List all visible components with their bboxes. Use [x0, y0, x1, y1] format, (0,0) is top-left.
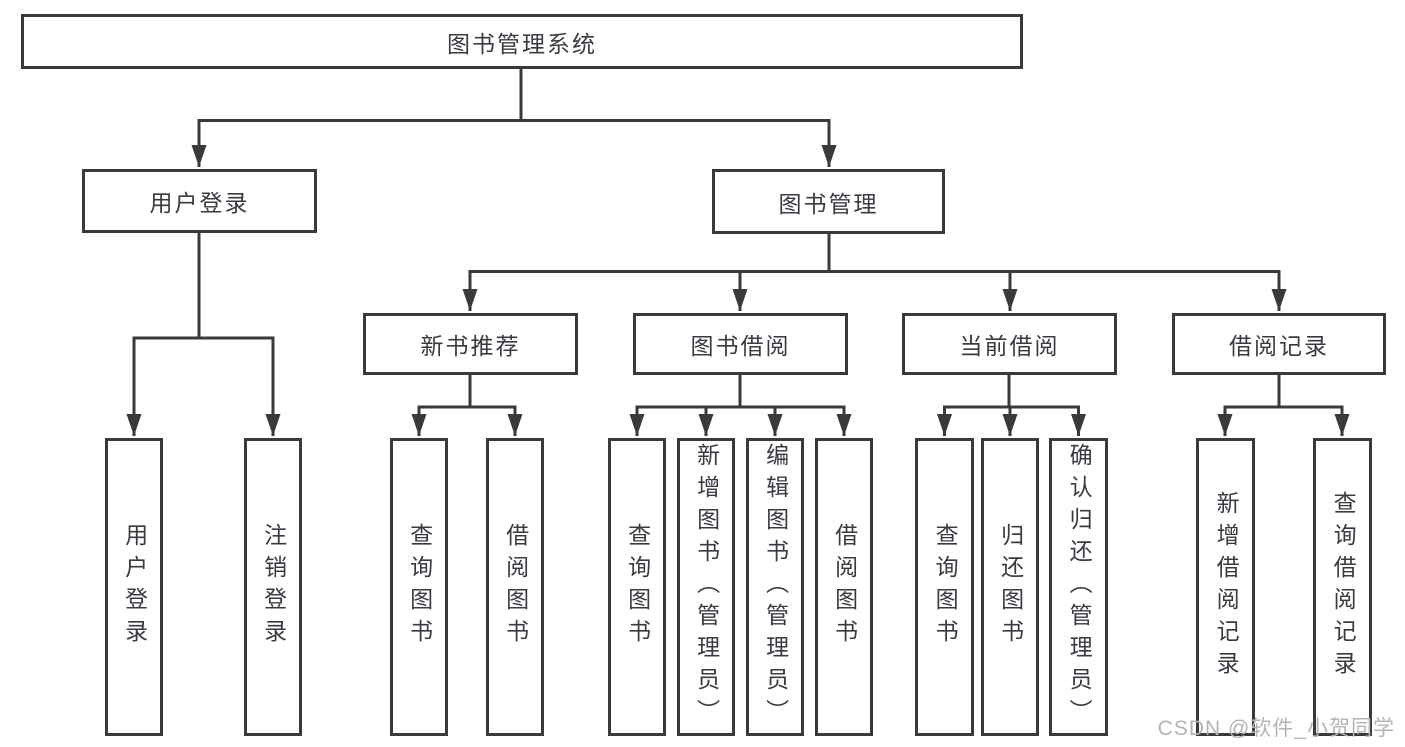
leaf-query-borrow-record: 查询借阅记录 — [1313, 438, 1372, 736]
leaf-return-book-label: 归还图书 — [997, 523, 1024, 651]
leaf-query-book-current: 查询图书 — [915, 438, 974, 736]
connector-user-login-children — [126, 233, 281, 436]
leaf-query-book-current-label: 查询图书 — [932, 523, 959, 651]
leaf-borrow-book-recommend-label: 借阅图书 — [502, 523, 529, 651]
leaf-add-book-admin-label: 新增图书（管理员） — [693, 443, 720, 731]
leaf-edit-book-admin: 编辑图书（管理员） — [746, 438, 804, 736]
leaf-add-borrow-record: 新增借阅记录 — [1196, 438, 1255, 736]
connector-root-to-level2 — [191, 68, 837, 167]
leaf-edit-book-admin-label: 编辑图书（管理员） — [762, 443, 789, 731]
leaf-query-book-recommend: 查询图书 — [390, 438, 448, 736]
connector-borrow-record-children — [1217, 375, 1350, 436]
leaf-user-login: 用户登录 — [105, 438, 163, 736]
connector-book-borrow-children — [629, 375, 852, 436]
leaf-logout-label: 注销登录 — [260, 523, 287, 651]
node-user-login: 用户登录 — [82, 169, 317, 233]
node-new-book-recommend: 新书推荐 — [363, 313, 578, 375]
leaf-logout: 注销登录 — [244, 438, 302, 736]
leaf-add-borrow-record-label: 新增借阅记录 — [1213, 491, 1240, 683]
leaf-borrow-book: 借阅图书 — [815, 438, 873, 736]
leaf-confirm-return-admin-label: 确认归还（管理员） — [1066, 443, 1093, 731]
node-book-borrow: 图书借阅 — [633, 313, 848, 375]
connector-current-borrow-children — [937, 375, 1086, 436]
leaf-query-book-borrow: 查询图书 — [608, 438, 666, 736]
leaf-add-book-admin: 新增图书（管理员） — [677, 438, 735, 736]
leaf-query-book-recommend-label: 查询图书 — [406, 523, 433, 651]
connector-book-management-children — [462, 234, 1287, 311]
leaf-query-book-borrow-label: 查询图书 — [624, 523, 651, 651]
leaf-return-book: 归还图书 — [981, 438, 1039, 736]
connector-new-book-children — [411, 375, 523, 436]
leaf-confirm-return-admin: 确认归还（管理员） — [1049, 438, 1108, 736]
csdn-watermark: CSDN @软件_小贺同学 — [1157, 717, 1395, 740]
node-borrow-record: 借阅记录 — [1172, 313, 1386, 375]
node-current-borrow: 当前借阅 — [902, 313, 1117, 375]
leaf-query-borrow-record-label: 查询借阅记录 — [1330, 491, 1357, 683]
node-book-management: 图书管理 — [712, 169, 945, 234]
node-root: 图书管理系统 — [21, 14, 1023, 69]
leaf-borrow-book-label: 借阅图书 — [831, 523, 858, 651]
leaf-user-login-label: 用户登录 — [121, 523, 148, 651]
leaf-borrow-book-recommend: 借阅图书 — [486, 438, 544, 736]
